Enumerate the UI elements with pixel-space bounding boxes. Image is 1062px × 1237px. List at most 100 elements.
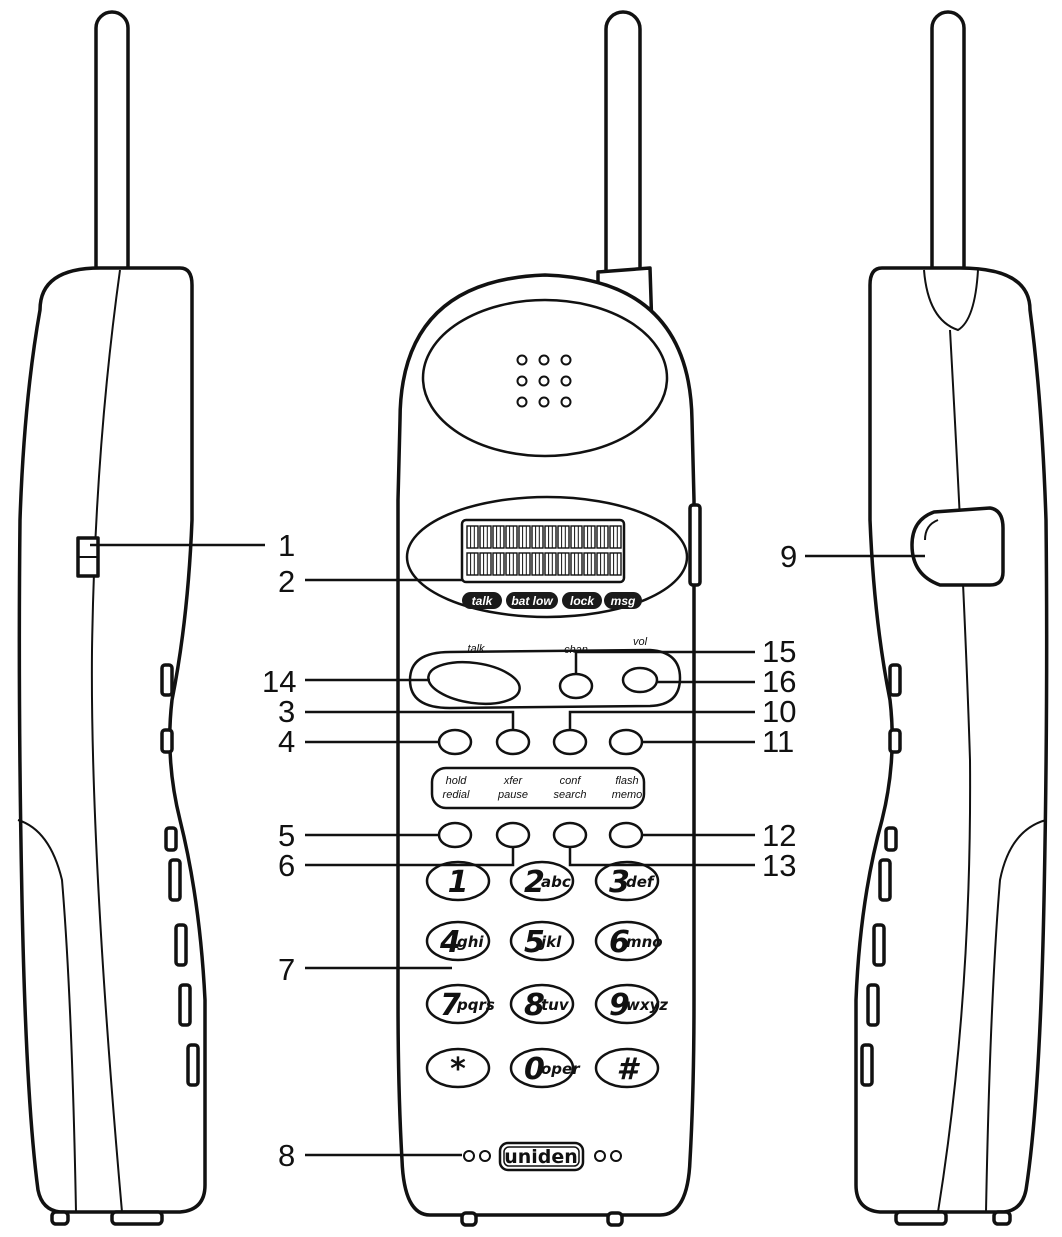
- microphone-hole: [610, 1150, 622, 1162]
- key-hash[interactable]: #: [594, 1047, 660, 1089]
- key-shape[interactable]: [425, 1047, 491, 1089]
- key-digit: 2: [524, 865, 545, 900]
- right-antenna-collar: [923, 269, 979, 332]
- function-label-search: search: [553, 789, 586, 801]
- lcd-char-cell: [583, 552, 596, 576]
- vol-button[interactable]: [621, 666, 659, 694]
- key-digit: 8: [524, 988, 545, 1023]
- pause-button[interactable]: [495, 821, 531, 849]
- label-talk: talk: [467, 643, 485, 655]
- key-shape[interactable]: [594, 1047, 660, 1089]
- key-shape[interactable]: [509, 1047, 575, 1089]
- function-label-xfer: xfer: [503, 775, 524, 787]
- callout-3: 3: [278, 694, 295, 729]
- conf-button[interactable]: [552, 728, 588, 756]
- lcd-screen: [460, 518, 626, 584]
- microphone-hole: [479, 1150, 491, 1162]
- right-foot: [992, 1210, 1012, 1226]
- key-letters: mno: [626, 933, 663, 951]
- microphone-hole: [594, 1150, 606, 1162]
- left-side-view: [17, 10, 207, 1226]
- callout-9: 9: [780, 539, 797, 574]
- lcd-char-cell: [466, 552, 479, 576]
- left-side-button: [164, 826, 178, 852]
- flash-button[interactable]: [608, 728, 644, 756]
- key-shape[interactable]: [594, 920, 660, 962]
- callout-16: 16: [762, 664, 796, 699]
- left-foot: [50, 1210, 70, 1226]
- key-star[interactable]: *: [425, 1047, 491, 1089]
- lcd-char-cell: [531, 552, 544, 576]
- memo-button[interactable]: [608, 821, 644, 849]
- microphone-hole: [463, 1150, 475, 1162]
- key-shape[interactable]: [594, 860, 660, 902]
- key-digit: 7: [440, 988, 461, 1023]
- lcd-char-cell: [544, 525, 557, 549]
- right-side-button: [884, 826, 898, 852]
- search-button[interactable]: [552, 821, 588, 849]
- lcd-char-cell: [492, 552, 505, 576]
- speaker-hole: [516, 354, 528, 366]
- right-handset-body: [854, 266, 1049, 1214]
- indicator-bat-low: bat low: [511, 594, 553, 608]
- callout-1: 1: [278, 528, 295, 563]
- lcd-char-cell: [570, 552, 583, 576]
- lcd-char-cell: [557, 525, 570, 549]
- lcd-char-cell: [583, 525, 596, 549]
- key-shape[interactable]: [594, 983, 660, 1025]
- key-letters: ghi: [457, 933, 484, 951]
- key-shape[interactable]: [509, 860, 575, 902]
- xfer-button[interactable]: [495, 728, 531, 756]
- redial-button[interactable]: [437, 821, 473, 849]
- key-shape[interactable]: [425, 920, 491, 962]
- talk-button[interactable]: [426, 657, 523, 709]
- key-shape[interactable]: [425, 860, 491, 902]
- speaker-hole: [538, 354, 550, 366]
- left-seam-line: [90, 269, 123, 1213]
- lcd-char-cell: [479, 525, 492, 549]
- function-label-memo: memo: [612, 789, 643, 801]
- key-shape[interactable]: [425, 983, 491, 1025]
- callout-12: 12: [762, 818, 796, 853]
- left-side-button: [178, 983, 192, 1027]
- lcd-char-cell: [544, 552, 557, 576]
- speaker-holes: [516, 354, 572, 408]
- left-back-line: [17, 819, 77, 1213]
- key-digit: 4: [439, 925, 461, 960]
- speaker-hole: [538, 375, 550, 387]
- function-label-panel: [430, 766, 646, 810]
- front-view: talk bat low lock msg talk chan vol hold…: [396, 10, 702, 1227]
- callout-11: 11: [762, 724, 794, 759]
- speaker-hole: [560, 396, 572, 408]
- function-label-redial: redial: [443, 789, 470, 801]
- key-1[interactable]: 1: [425, 860, 491, 902]
- hold-button[interactable]: [437, 728, 473, 756]
- speaker-hole: [516, 375, 528, 387]
- brand-logo: uniden: [504, 1146, 578, 1168]
- key-shape[interactable]: [509, 983, 575, 1025]
- key-digit: #: [617, 1052, 641, 1087]
- speaker-hole: [560, 375, 572, 387]
- key-letters: oper: [541, 1060, 581, 1078]
- lcd-char-cell: [518, 525, 531, 549]
- key-digit: *: [450, 1052, 466, 1087]
- key-shape[interactable]: [509, 920, 575, 962]
- lcd-char-cell: [505, 552, 518, 576]
- lcd-char-cell: [492, 525, 505, 549]
- right-antenna: [930, 10, 966, 284]
- chan-button[interactable]: [558, 672, 594, 700]
- left-side-button: [160, 663, 174, 697]
- indicator-talk: talk: [472, 594, 494, 608]
- lcd-char-cell: [505, 525, 518, 549]
- speaker-hole: [560, 354, 572, 366]
